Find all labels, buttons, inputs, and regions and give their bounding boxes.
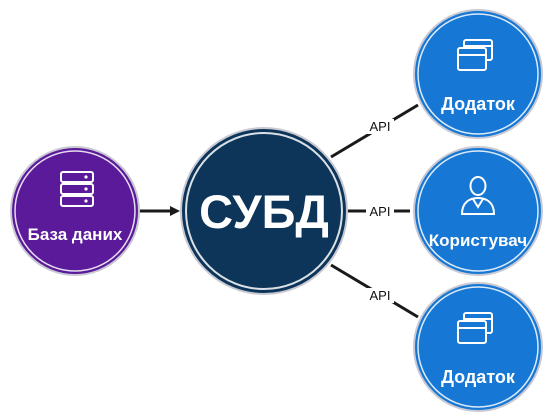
dbms-node: СУБД bbox=[180, 127, 348, 295]
application-label-1: Додаток bbox=[441, 94, 516, 114]
user-icon bbox=[460, 176, 496, 215]
api-label-3: API bbox=[370, 288, 391, 303]
application-label-2: Додаток bbox=[441, 367, 516, 387]
database-node: База даних bbox=[10, 146, 140, 276]
database-label: База даних bbox=[28, 225, 123, 244]
api-label-2: API bbox=[370, 204, 391, 219]
user-label: Користувач bbox=[429, 231, 527, 250]
application-node-2: Додаток bbox=[413, 282, 543, 412]
app-windows-icon bbox=[457, 312, 493, 344]
application-node-1: Додаток bbox=[413, 9, 543, 139]
api-label-1: API bbox=[370, 119, 391, 134]
dbms-label: СУБД bbox=[199, 185, 329, 238]
server-stack-icon bbox=[60, 171, 94, 207]
user-node: Користувач bbox=[413, 146, 543, 276]
app-windows-icon bbox=[457, 39, 493, 71]
